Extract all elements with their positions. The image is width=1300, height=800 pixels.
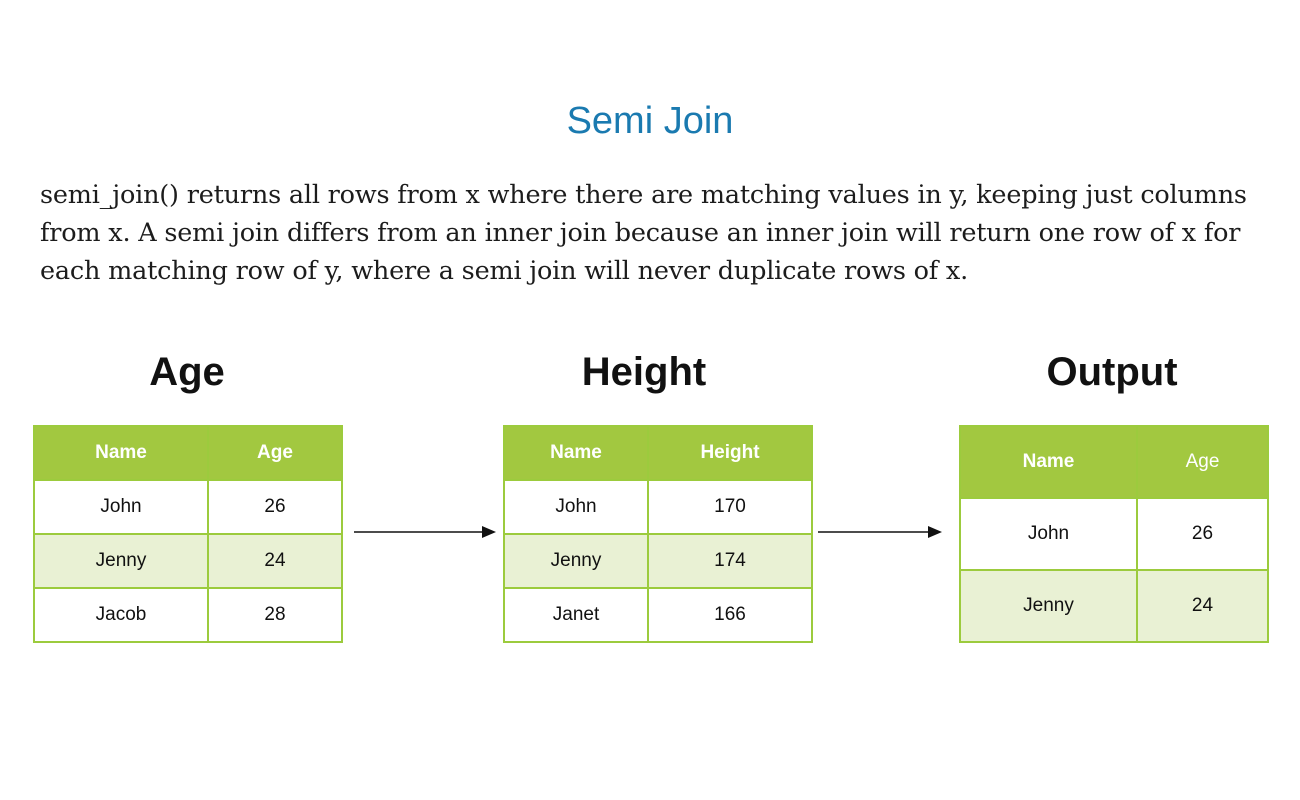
table-row: Jenny 24	[33, 533, 343, 589]
height-table: Name Height John 170 Jenny 174 Janet 166	[503, 425, 813, 643]
arrow-right-icon	[354, 526, 496, 538]
table-row: Jenny 24	[959, 569, 1269, 643]
table-cell: 166	[647, 587, 813, 643]
height-table-header-name: Name	[503, 425, 649, 481]
table-cell: Janet	[503, 587, 649, 643]
table-cell: 174	[647, 533, 813, 589]
table-cell: 24	[1136, 569, 1269, 643]
output-table-header-name: Name	[959, 425, 1138, 499]
description-text: semi_join() returns all rows from x wher…	[40, 180, 1247, 286]
table-cell: John	[33, 479, 209, 535]
table-cell: 26	[207, 479, 343, 535]
age-table: Name Age John 26 Jenny 24 Jacob 28	[33, 425, 343, 643]
table-cell: Jenny	[33, 533, 209, 589]
table-row: Janet 166	[503, 587, 813, 643]
height-table-title: Height	[581, 350, 707, 394]
table-cell: Jacob	[33, 587, 209, 643]
table-row: John 170	[503, 479, 813, 535]
table-cell: 28	[207, 587, 343, 643]
table-cell: 170	[647, 479, 813, 535]
table-cell: Jenny	[959, 569, 1138, 643]
page-title: Semi Join	[566, 100, 734, 142]
table-cell: John	[959, 497, 1138, 571]
height-table-header-height: Height	[647, 425, 813, 481]
age-table-header-name: Name	[33, 425, 209, 481]
table-row: Jacob 28	[33, 587, 343, 643]
age-table-header-age: Age	[207, 425, 343, 481]
output-table-header-age: Age	[1136, 425, 1269, 499]
table-cell: 26	[1136, 497, 1269, 571]
table-cell: John	[503, 479, 649, 535]
arrow-right-icon	[818, 526, 942, 538]
output-table: Name Age John 26 Jenny 24	[959, 425, 1269, 643]
table-row: John 26	[33, 479, 343, 535]
table-row: Jenny 174	[503, 533, 813, 589]
table-row: John 26	[959, 497, 1269, 571]
table-cell: Jenny	[503, 533, 649, 589]
table-cell: 24	[207, 533, 343, 589]
age-table-title: Age	[149, 350, 225, 394]
output-table-title: Output	[1046, 350, 1178, 394]
